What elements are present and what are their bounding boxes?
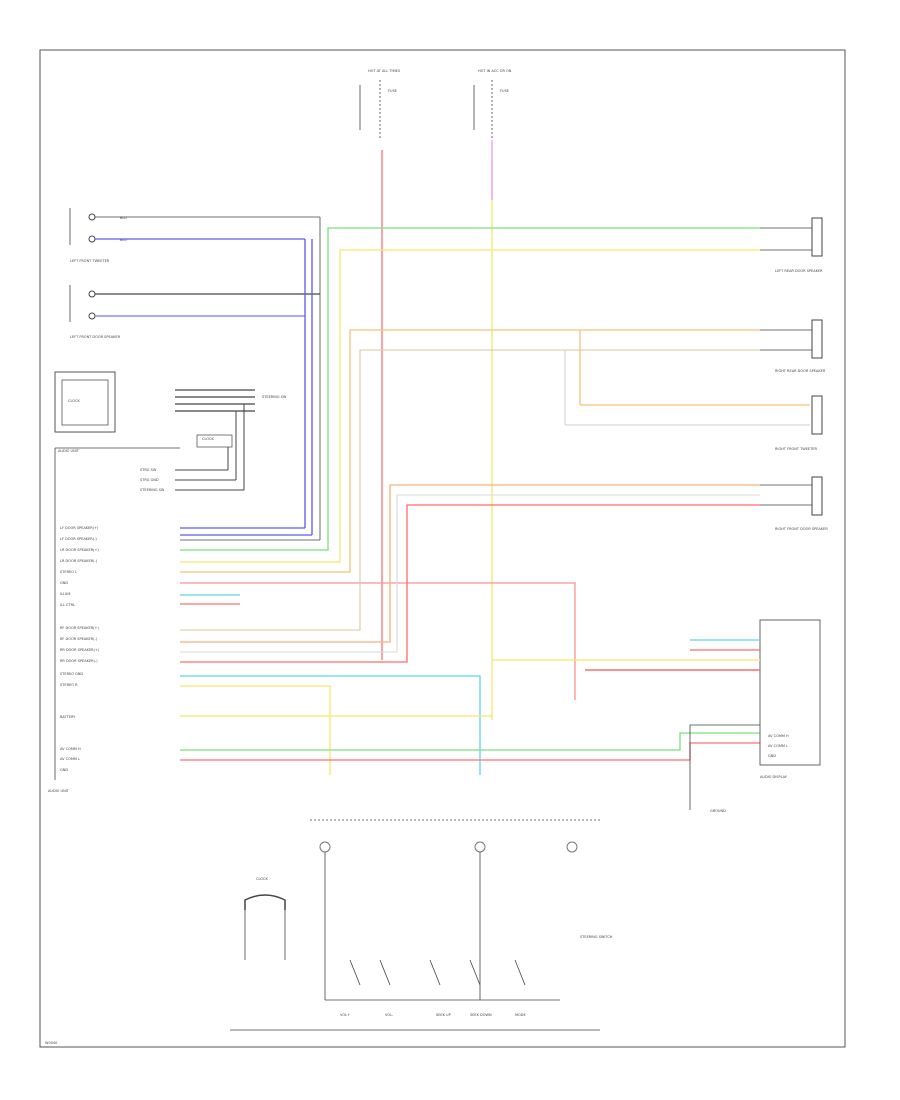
- audio-unit-box: [54, 371, 116, 433]
- svg-text:SEEK UP: SEEK UP: [436, 1013, 451, 1017]
- svg-text:LEFT FRONT DOOR SPEAKER: LEFT FRONT DOOR SPEAKER: [70, 335, 121, 339]
- svg-text:VOL+: VOL+: [340, 1013, 350, 1017]
- svg-text:LF DOOR SPEAKER(-): LF DOOR SPEAKER(-): [60, 537, 97, 541]
- svg-text:CLOCK: CLOCK: [256, 877, 268, 881]
- svg-text:RIGHT FRONT TWEETER: RIGHT FRONT TWEETER: [775, 447, 817, 451]
- svg-text:STEREO L: STEREO L: [60, 570, 77, 574]
- svg-text:RIGHT FRONT DOOR SPEAKER: RIGHT FRONT DOOR SPEAKER: [775, 527, 828, 531]
- svg-text:RR DOOR SPEAKER(-): RR DOOR SPEAKER(-): [60, 659, 98, 663]
- svg-text:LR DOOR SPEAKER(+): LR DOOR SPEAKER(+): [60, 548, 99, 552]
- svg-text:MODE: MODE: [515, 1013, 526, 1017]
- svg-text:LR DOOR SPEAKER(-): LR DOOR SPEAKER(-): [60, 559, 98, 563]
- svg-text:FUSE: FUSE: [388, 89, 397, 93]
- svg-text:RF DOOR SPEAKER(+): RF DOOR SPEAKER(+): [60, 626, 99, 630]
- svg-text:ILLUM: ILLUM: [60, 592, 70, 596]
- right-front-tweeter: RIGHT FRONT TWEETER: [775, 395, 823, 451]
- svg-text:BATTERY: BATTERY: [60, 715, 76, 719]
- svg-text:GND: GND: [60, 581, 68, 585]
- svg-text:HOT AT ALL TIMES: HOT AT ALL TIMES: [368, 69, 401, 73]
- svg-text:GROUND: GROUND: [710, 809, 726, 813]
- svg-text:AV COMM H: AV COMM H: [768, 734, 789, 738]
- left-front-door-speaker: LEFT FRONT DOOR SPEAKER: [69, 285, 121, 339]
- diagram-border: [39, 49, 846, 1048]
- svg-text:LF DOOR SPEAKER(+): LF DOOR SPEAKER(+): [60, 526, 99, 530]
- svg-text:STEREO R: STEREO R: [60, 683, 78, 687]
- audio-display: AUDIO DISPLAY AV COMM H AV COMM L GND: [759, 619, 821, 779]
- svg-text:ILL CTRL: ILL CTRL: [60, 603, 75, 607]
- steering-wires: STEERING SW CLOCK STRG SW STRG GND STEER…: [140, 389, 287, 492]
- svg-text:AV COMM L: AV COMM L: [60, 757, 80, 761]
- svg-text:STRG SW: STRG SW: [140, 468, 157, 472]
- svg-text:VOL-: VOL-: [385, 1013, 394, 1017]
- svg-text:RIGHT REAR DOOR SPEAKER: RIGHT REAR DOOR SPEAKER: [775, 369, 826, 373]
- svg-text:STEERING SWITCH: STEERING SWITCH: [580, 935, 613, 939]
- right-front-tweeter-wires: [564, 330, 810, 426]
- right-front-door-speaker-left: LEFT REAR DOOR SPEAKER: [775, 217, 823, 273]
- svg-text:LEFT REAR DOOR SPEAKER: LEFT REAR DOOR SPEAKER: [775, 269, 823, 273]
- svg-text:CLOCK: CLOCK: [68, 399, 80, 403]
- svg-text:RF DOOR SPEAKER(-): RF DOOR SPEAKER(-): [60, 637, 98, 641]
- steering-switch: VOL+ VOL- SEEK UP SEEK DOWN MODE STEERIN…: [230, 935, 613, 1031]
- svg-text:CLOCK: CLOCK: [202, 437, 214, 441]
- svg-text:RR DOOR SPEAKER(+): RR DOOR SPEAKER(+): [60, 648, 100, 652]
- ground-points: [310, 819, 600, 853]
- svg-text:FUSE: FUSE: [500, 89, 509, 93]
- right-front-door-speaker: RIGHT FRONT DOOR SPEAKER: [775, 476, 828, 531]
- svg-text:BLU: BLU: [120, 216, 127, 220]
- svg-text:STEERING SW: STEERING SW: [140, 488, 165, 492]
- svg-text:STEERING SW: STEERING SW: [262, 395, 287, 399]
- svg-text:AV COMM L: AV COMM L: [768, 744, 788, 748]
- audio-unit-pin-labels: LF DOOR SPEAKER(+) LF DOOR SPEAKER(-) LR…: [60, 526, 100, 772]
- svg-text:AUDIO UNIT: AUDIO UNIT: [48, 789, 70, 793]
- svg-text:AUDIO UNIT: AUDIO UNIT: [58, 449, 80, 453]
- clock-connector: CLOCK: [244, 877, 286, 960]
- left-front-tweeter: LEFT FRONT TWEETER BLU BLU: [69, 208, 127, 263]
- svg-text:BLU: BLU: [120, 238, 127, 242]
- svg-text:HOT IN ACC OR ON: HOT IN ACC OR ON: [478, 69, 512, 73]
- svg-text:GND: GND: [60, 768, 68, 772]
- svg-text:GND: GND: [768, 754, 776, 758]
- svg-text:AUDIO DISPLAY: AUDIO DISPLAY: [760, 775, 788, 779]
- diagram-id: W0040: [45, 1041, 57, 1045]
- right-rear-door-speaker: RIGHT REAR DOOR SPEAKER: [775, 319, 826, 373]
- fuse-block-left: HOT AT ALL TIMES FUSE: [359, 69, 401, 140]
- svg-text:LEFT FRONT TWEETER: LEFT FRONT TWEETER: [70, 259, 110, 263]
- fuse-block-right: HOT IN ACC OR ON FUSE: [473, 69, 512, 140]
- svg-text:SEEK DOWN: SEEK DOWN: [470, 1013, 492, 1017]
- svg-text:AV COMM H: AV COMM H: [60, 747, 81, 751]
- svg-text:STEREO GND: STEREO GND: [60, 672, 83, 676]
- svg-text:STRG GND: STRG GND: [140, 478, 159, 482]
